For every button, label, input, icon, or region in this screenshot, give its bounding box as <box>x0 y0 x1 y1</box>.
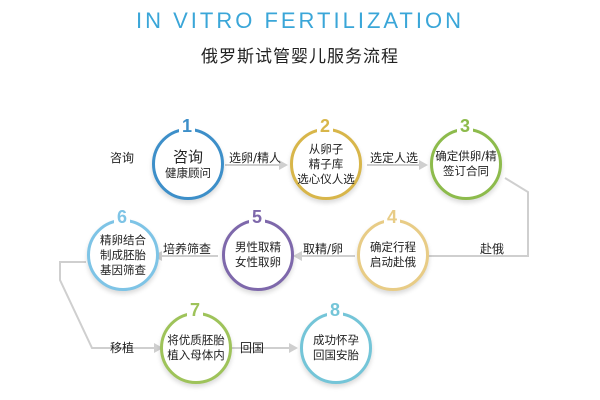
arrowhead-6-7 <box>154 343 163 353</box>
step-4-line2: 启动赴俄 <box>370 255 416 269</box>
step-5-circle: 男性取精 女性取卵 <box>222 219 294 291</box>
step-5-line1: 男性取精 <box>235 240 281 254</box>
arrowhead-1-2 <box>279 160 288 170</box>
step-6-circle: 精卵结合 制成胚胎 基因筛查 <box>87 219 159 291</box>
step-2-number: 2 <box>317 117 334 135</box>
step-5-line2: 女性取卵 <box>235 255 281 269</box>
step-8-line1: 成功怀孕 <box>313 333 359 347</box>
step-1-line2: 健康顾问 <box>165 165 211 180</box>
step-3-circle: 确定供卵/精 签订合同 <box>430 128 502 200</box>
step-8-line2: 回国安胎 <box>313 348 359 362</box>
label-consult: 咨询 <box>110 151 135 165</box>
step-1-number: 1 <box>179 117 196 135</box>
step-6-line2: 制成胚胎 <box>100 247 146 262</box>
label-select-egg-sperm: 选卵/精人 <box>229 151 282 165</box>
step-1-line1: 咨询 <box>172 147 203 166</box>
step-7-circle: 将优质胚胎 植入母体内 <box>160 312 232 384</box>
arrowhead-4-5 <box>293 251 302 261</box>
title-english: IN VITRO FERTILIZATION <box>136 8 464 33</box>
step-8-circle: 成功怀孕 回国安胎 <box>300 312 372 384</box>
step-6-line3: 基因筛查 <box>100 262 146 277</box>
step-7-text: 将优质胚胎 植入母体内 <box>163 315 229 381</box>
step-3-number: 3 <box>457 117 474 135</box>
label-culture-screen: 培养筛查 <box>163 242 212 256</box>
step-2-line1: 从卵子 <box>308 141 344 156</box>
step-2-line2: 精子库 <box>308 156 344 171</box>
step-4-number: 4 <box>384 208 401 226</box>
step-2-line3: 选心仪人选 <box>297 171 355 186</box>
step-6-line1: 精卵结合 <box>100 232 146 247</box>
step-4-circle: 确定行程 启动赴俄 <box>357 219 429 291</box>
step-1-text: 咨询 健康顾问 <box>155 131 221 197</box>
step-6-number: 6 <box>114 208 131 226</box>
step-1-circle: 咨询 健康顾问 <box>152 128 224 200</box>
step-2-circle: 从卵子 精子库 选心仪人选 <box>290 128 362 200</box>
label-go-russia: 赴俄 <box>480 242 505 256</box>
title-chinese: 俄罗斯试管婴儿服务流程 <box>201 47 399 67</box>
label-transplant: 移植 <box>110 341 135 355</box>
step-3-line1: 确定供卵/精 <box>435 149 497 163</box>
step-7-line1: 将优质胚胎 <box>167 333 225 347</box>
step-4-line1: 确定行程 <box>370 240 416 254</box>
label-return-home: 回国 <box>240 341 265 355</box>
label-retrieve: 取精/卵 <box>303 242 344 256</box>
step-5-text: 男性取精 女性取卵 <box>225 222 291 288</box>
step-8-number: 8 <box>327 301 344 319</box>
step-5-number: 5 <box>249 208 266 226</box>
step-4-text: 确定行程 启动赴俄 <box>360 222 426 288</box>
arrowhead-2-3 <box>419 160 428 170</box>
step-6-text: 精卵结合 制成胚胎 基因筛查 <box>90 222 156 288</box>
step-3-text: 确定供卵/精 签订合同 <box>433 131 499 197</box>
step-7-number: 7 <box>187 301 204 319</box>
step-3-line2: 签订合同 <box>443 164 489 178</box>
connector-6-7 <box>59 261 158 349</box>
label-select-donor: 选定人选 <box>370 151 419 165</box>
step-8-text: 成功怀孕 回国安胎 <box>303 315 369 381</box>
step-7-line2: 植入母体内 <box>167 348 225 362</box>
step-2-text: 从卵子 精子库 选心仪人选 <box>293 131 359 197</box>
arrowhead-7-8 <box>289 343 298 353</box>
